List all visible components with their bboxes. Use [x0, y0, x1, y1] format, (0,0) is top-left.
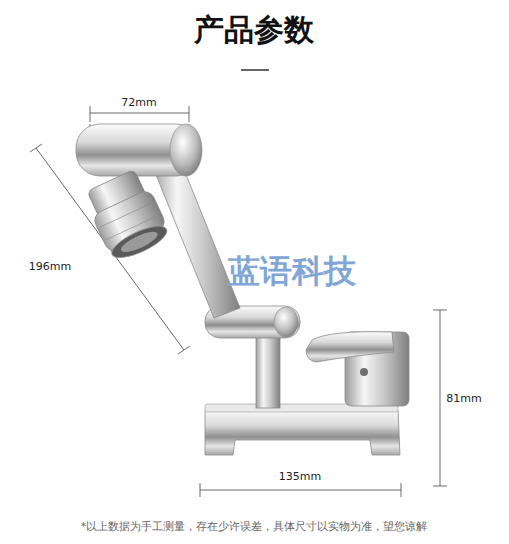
valve-button: [360, 368, 368, 376]
title-rule: [241, 69, 269, 71]
spout-post: [256, 330, 280, 408]
faucet-base: [205, 410, 400, 455]
dimension-label: 81mm: [446, 392, 481, 405]
dimension-label: 72mm: [121, 96, 156, 109]
footnote: *以上数据为手工测量，存在少许误差，具体尺寸以实物为准，望您谅解: [81, 519, 428, 534]
cylinder-end: [170, 124, 202, 176]
watermark: 蓝语科技: [228, 250, 356, 294]
lever-handle: [306, 332, 394, 362]
page-title: 产品参数: [194, 10, 314, 51]
dimension-lines: [30, 106, 447, 497]
dimension-label: 196mm: [29, 260, 71, 273]
elbow-cap: [274, 307, 298, 337]
dimension-label: 135mm: [279, 470, 321, 483]
aerator-head: [82, 167, 173, 265]
